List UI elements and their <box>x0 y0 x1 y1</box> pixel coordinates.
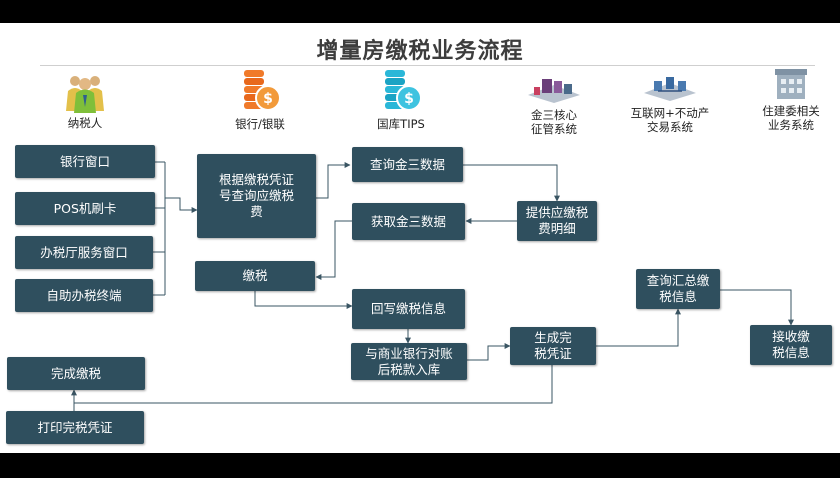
node-get-jinsan: 获取金三数据 <box>352 203 465 240</box>
node-receive: 接收缴 税信息 <box>750 325 832 365</box>
actor-label: 住建委相关 业务系统 <box>762 104 820 132</box>
coins-icon: $ <box>244 70 281 111</box>
node-hall: 办税厅服务窗口 <box>15 236 153 269</box>
node-generate-cert: 生成完 税凭证 <box>510 327 596 365</box>
connector-js-to-detail <box>463 164 560 202</box>
building-icon <box>775 69 807 99</box>
connector-summary-to-receive <box>720 289 794 326</box>
node-print: 打印完税凭证 <box>6 411 144 444</box>
actor-label: 纳税人 <box>67 116 103 130</box>
coins-icon: $ <box>385 70 422 111</box>
actor-label: 金三核心 征管系统 <box>531 108 577 136</box>
diagram-title: 增量房缴税业务流程 <box>316 39 524 64</box>
actor-tips: $ 国库TIPS <box>363 68 439 131</box>
node-writeback: 回写缴税信息 <box>352 289 465 329</box>
flow-connectors <box>71 161 794 411</box>
connector-to-query <box>165 197 198 213</box>
svg-text:$: $ <box>263 91 273 107</box>
network-icon <box>644 77 696 101</box>
actor-label: 国库TIPS <box>377 117 425 131</box>
connector-cert-to-summary <box>596 308 681 347</box>
node-provide-detail: 提供应缴税 费明细 <box>517 201 597 241</box>
node-finish: 完成缴税 <box>7 357 145 390</box>
actor-label: 互联网+不动产 交易系统 <box>630 106 710 134</box>
connector-pay-to-writeback <box>254 291 353 309</box>
node-query-fee: 根据缴税凭证 号查询应缴税 费 <box>197 154 316 238</box>
node-pos: POS机刷卡 <box>15 192 155 225</box>
node-query-jinsan: 查询金三数据 <box>352 147 463 182</box>
actor-bank: $ 银行/银联 <box>225 68 295 131</box>
node-reconcile: 与商业银行对账 后税款入库 <box>351 343 467 380</box>
actor-housing: 住建委相关 业务系统 <box>748 67 834 132</box>
title-divider <box>40 65 815 66</box>
actor-label: 银行/银联 <box>235 117 285 131</box>
node-pay: 缴税 <box>195 261 315 291</box>
connector-query-to-js <box>316 162 351 199</box>
node-query-summary: 查询汇总缴 税信息 <box>636 269 720 309</box>
connector-reconcile-to-cert <box>467 343 511 361</box>
node-terminal: 自助办税终端 <box>15 279 153 312</box>
slide: 增量房缴税业务流程 纳税人 $ 银行/银联 <box>0 23 840 453</box>
connector-get-to-pay <box>315 220 352 280</box>
node-bank-window: 银行窗口 <box>15 145 155 178</box>
actor-jinsan: 金三核心 征管系统 <box>518 75 590 136</box>
connector-cert-to-finish <box>71 365 553 404</box>
people-icon <box>66 76 104 113</box>
actor-internet: 互联网+不动产 交易系统 <box>622 73 718 134</box>
actor-taxpayer: 纳税人 <box>55 71 115 130</box>
server-icon <box>528 79 580 103</box>
svg-text:$: $ <box>404 91 414 107</box>
